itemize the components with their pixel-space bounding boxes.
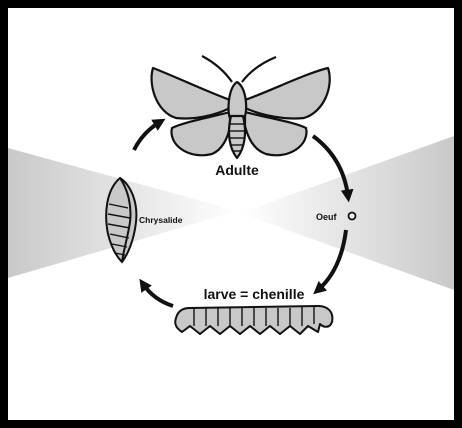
pupa-label: Chrysalide [139,215,183,225]
left-antenna [202,56,232,82]
right-forewing [245,68,330,119]
arrow-larva-to-pupa [143,284,173,306]
diagram-frame: Adulte Oeuf larve = chenille Chrysalide [8,8,454,420]
adult-label: Adulte [215,162,259,178]
right-antenna [242,57,276,82]
left-forewing [152,68,230,119]
adult-moth-illustration [152,56,330,158]
chrysalis-illustration [106,178,136,262]
right-light-band [240,136,454,290]
life-cycle-diagram: Adulte Oeuf larve = chenille Chrysalide [8,8,454,420]
egg-label: Oeuf [316,212,338,222]
larva-label: larve = chenille [204,286,305,302]
moth-thorax [228,82,246,118]
egg-illustration [349,213,356,220]
arrow-pupa-to-adult [134,122,160,150]
caterpillar-illustration [175,306,332,334]
